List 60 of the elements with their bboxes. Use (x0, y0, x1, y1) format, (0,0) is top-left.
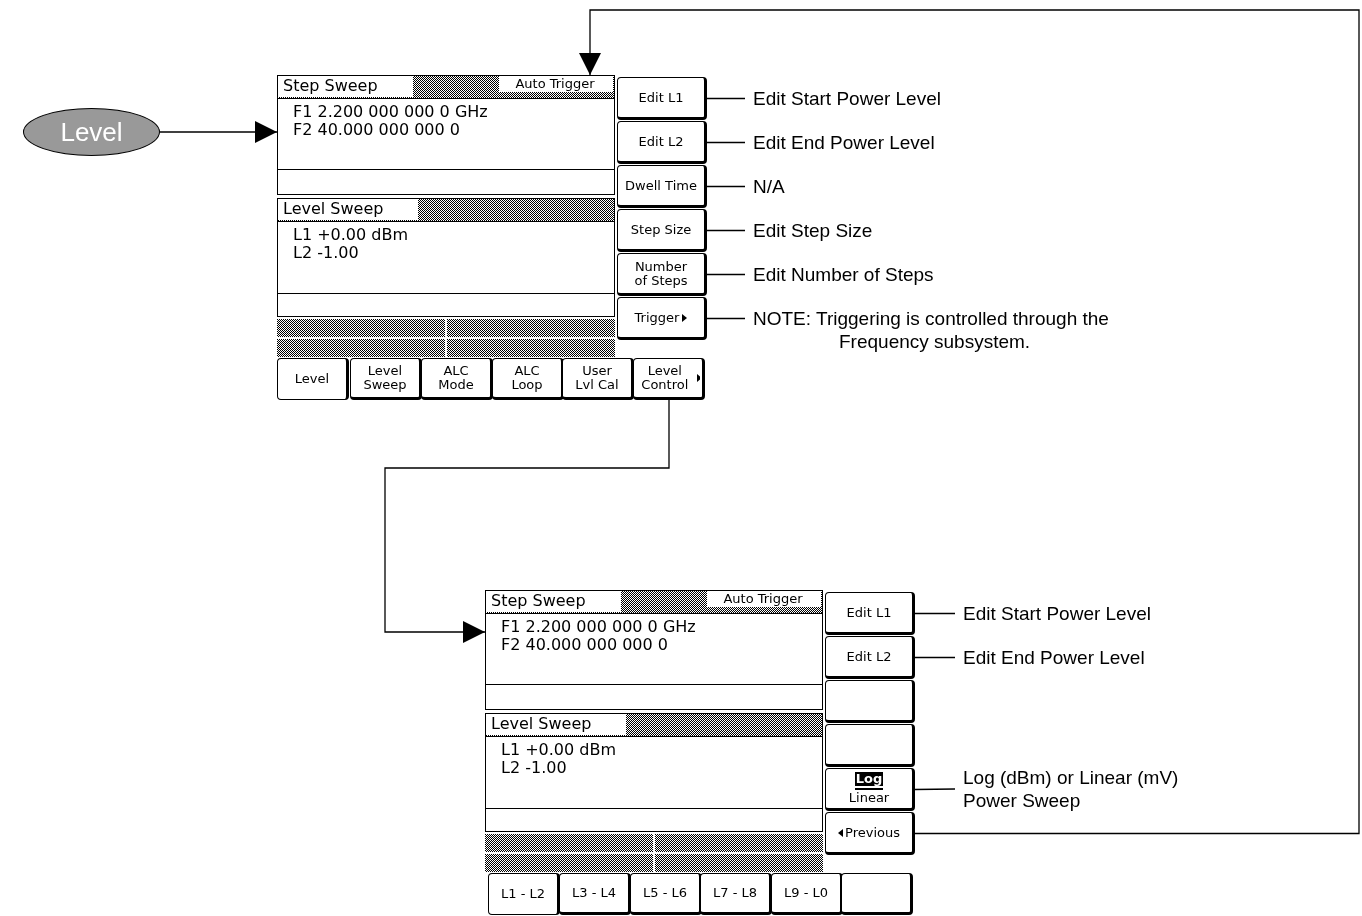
menu-tab: Level Control (633, 358, 705, 400)
menu-tab: L1 - L2 (488, 873, 560, 915)
softkey-button: Step Size (617, 209, 707, 252)
arrow (579, 9, 1360, 835)
annotation-text: Edit Step Size (753, 219, 1073, 242)
panel-title: Level Sweep (283, 199, 384, 218)
leader-line (706, 317, 746, 320)
readout-line: F2 40.000 000 000 0 (293, 120, 460, 139)
softkey-button: Previous (825, 812, 915, 855)
annotation-text: Edit Start Power Level (963, 602, 1283, 625)
readout-line: F1 2.200 000 000 0 GHz (501, 617, 696, 636)
readout-line: L1 +0.00 dBm (293, 225, 408, 244)
menu-tab: ALC Loop (492, 358, 564, 400)
menu-tab: User Lvl Cal (562, 358, 634, 400)
leader-line (914, 612, 956, 615)
menu-tab: Level Sweep (350, 358, 422, 400)
menu-key-oval: Level (23, 108, 160, 156)
leader-line (706, 97, 746, 100)
option-label: Linear (848, 791, 890, 805)
leader-line (914, 656, 956, 659)
annotation-text: Edit End Power Level (963, 646, 1283, 669)
leader-line (706, 229, 746, 232)
arrow (384, 399, 670, 643)
annotation-text: Log (dBm) or Linear (mV) Power Sweep (963, 766, 1233, 812)
readout-line: L2 -1.00 (293, 243, 359, 262)
readout-line: F1 2.200 000 000 0 GHz (293, 102, 488, 121)
softkey-button: Edit L1 (617, 77, 707, 120)
readout-line: F2 40.000 000 000 0 (501, 635, 668, 654)
leader-line (914, 788, 956, 791)
softkey-button: Trigger (617, 297, 707, 340)
selected-option: Log (854, 772, 884, 788)
menu-tab: Level (277, 358, 349, 400)
arrow (159, 121, 278, 143)
blank-tab (841, 873, 913, 915)
annotation-text: Edit End Power Level (753, 131, 1073, 154)
softkey-button: Dwell Time (617, 165, 707, 208)
annotation-text: Edit Number of Steps (753, 263, 1073, 286)
softkey-button: Edit L2 (825, 636, 915, 679)
annotation-text: NOTE: Triggering is controlled through the Frequency subsystem. (753, 307, 1173, 353)
softkey-button (825, 768, 915, 811)
menu-tab: ALC Mode (421, 358, 493, 400)
blank-softkey (825, 680, 915, 723)
menu-tab: L5 - L6 (630, 873, 702, 915)
annotation-text: Edit Start Power Level (753, 87, 1073, 110)
readout-line: L1 +0.00 dBm (501, 740, 616, 759)
readout-line: L2 -1.00 (501, 758, 567, 777)
menu-tab: L3 - L4 (559, 873, 631, 915)
leader-line (706, 185, 746, 188)
leader-line (706, 141, 746, 144)
panel-title: Step Sweep (491, 591, 586, 610)
leader-line (706, 273, 746, 276)
annotation-text: N/A (753, 175, 1073, 198)
panel-title: Level Sweep (491, 714, 592, 733)
softkey-button: Edit L1 (825, 592, 915, 635)
softkey-button: Number of Steps (617, 253, 707, 296)
panel-title: Step Sweep (283, 76, 378, 95)
menu-tab: L7 - L8 (700, 873, 772, 915)
blank-softkey (825, 724, 915, 767)
menu-tab: L9 - L0 (771, 873, 843, 915)
softkey-button: Edit L2 (617, 121, 707, 164)
